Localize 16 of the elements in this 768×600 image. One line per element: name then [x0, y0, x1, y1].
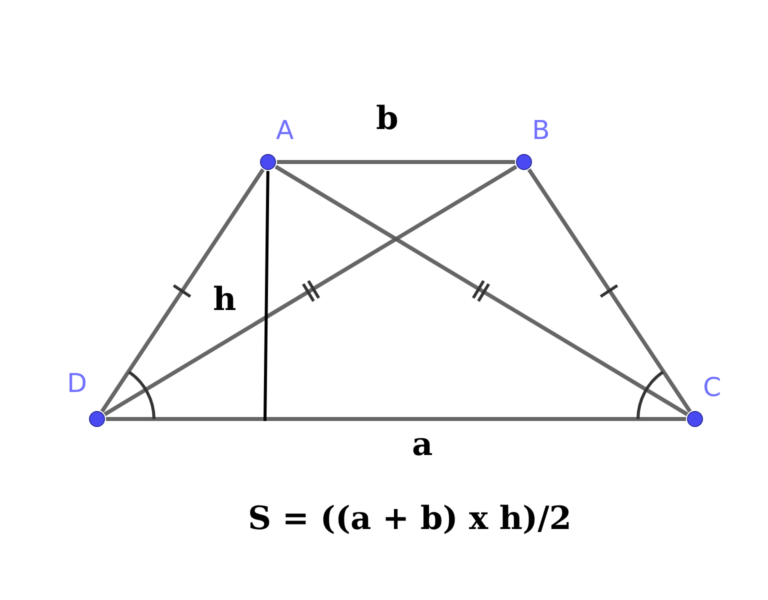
- line-segment: [106, 417, 686, 421]
- vertex-label: D: [67, 371, 88, 397]
- line-segment: [277, 160, 515, 164]
- line-segment: [100, 168, 265, 413]
- vertex-label: A: [276, 118, 294, 144]
- height-line: [264, 170, 270, 422]
- line-segment: [274, 164, 688, 416]
- line-segment: [527, 168, 692, 413]
- vertex-label: C: [703, 375, 722, 401]
- point-marker: [516, 154, 532, 170]
- point-marker: [687, 411, 703, 427]
- point-marker: [260, 154, 276, 170]
- line-segment: [104, 164, 518, 416]
- point-marker: [89, 411, 105, 427]
- vertex-label: B: [532, 118, 550, 144]
- area-formula: S = ((a + b) x h)/2: [248, 502, 572, 534]
